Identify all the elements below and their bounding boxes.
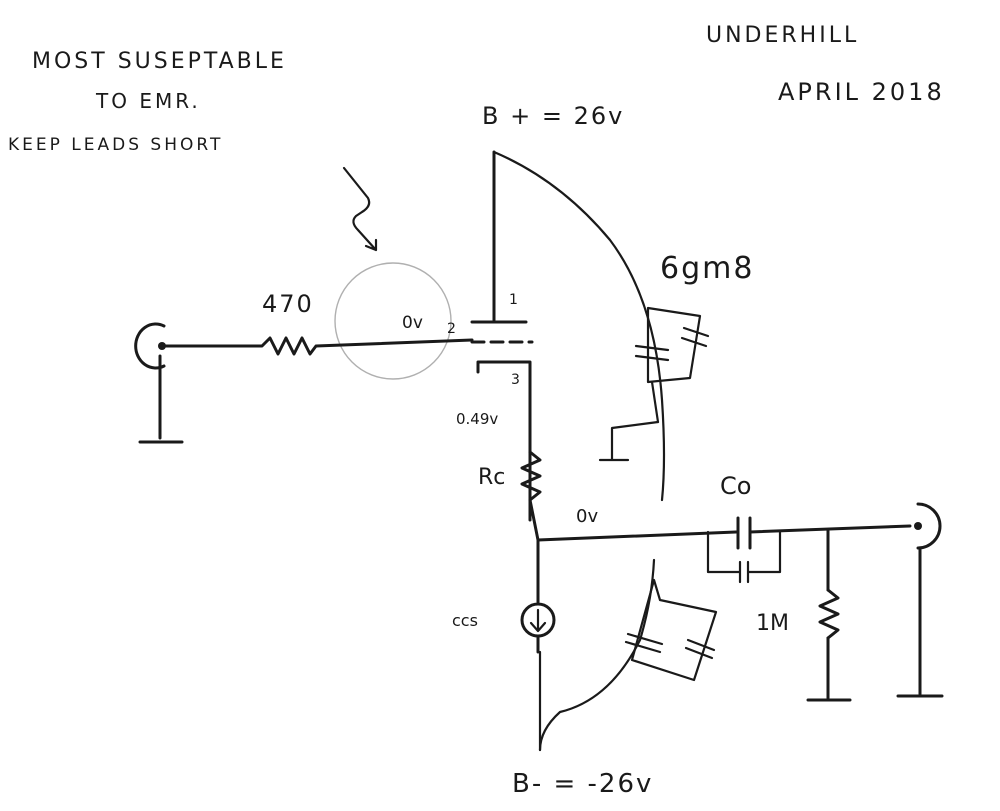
load-resistor bbox=[818, 588, 840, 640]
cathode-electrode bbox=[476, 360, 532, 522]
cathode-to-node bbox=[528, 498, 540, 542]
current-source-label: ccs bbox=[452, 611, 478, 630]
output-wire-right bbox=[748, 524, 912, 534]
input-wire bbox=[162, 336, 474, 356]
plate-bypass-capacitors bbox=[598, 306, 710, 462]
negative-supply-label: B- = -26v bbox=[512, 769, 653, 799]
output-connector-pin bbox=[914, 522, 922, 530]
tube-type-label: 6gm8 bbox=[660, 251, 754, 286]
note-line-2: TO EMR. bbox=[95, 89, 201, 113]
plate-pin-label: 1 bbox=[509, 292, 518, 308]
positive-supply-label: B + = 26v bbox=[482, 102, 624, 130]
output-connector-icon bbox=[916, 502, 942, 550]
emr-highlight-circle bbox=[334, 262, 452, 380]
input-connector-icon bbox=[134, 322, 166, 370]
current-source-arrow-icon bbox=[529, 608, 547, 633]
cathode-bypass-capacitors bbox=[624, 578, 718, 682]
grid-voltage-label: 0v bbox=[402, 313, 423, 333]
load-resistor-label: 1M bbox=[756, 611, 789, 636]
cathode-resistor bbox=[520, 450, 542, 502]
tube-envelope-upper bbox=[492, 150, 666, 502]
author-label: UNDERHILL bbox=[706, 23, 859, 48]
output-wire-left bbox=[536, 530, 738, 542]
output-voltage-label: 0v bbox=[576, 506, 598, 527]
note-line-3: KEEP LEADS SHORT bbox=[8, 135, 223, 155]
input-resistor-label: 470 bbox=[262, 290, 314, 318]
cathode-resistor-label: Rc bbox=[478, 465, 505, 490]
annotation-arrow bbox=[342, 166, 378, 252]
date-label: APRIL 2018 bbox=[778, 78, 945, 106]
note-line-1: MOST SUSEPTABLE bbox=[32, 49, 287, 74]
grid-pin-label: 2 bbox=[447, 321, 456, 337]
input-connector-pin bbox=[158, 342, 166, 350]
cathode-voltage-label: 0.49v bbox=[456, 410, 498, 428]
tube-envelope-lower bbox=[538, 558, 656, 752]
cathode-pin-label: 3 bbox=[511, 372, 520, 388]
output-bypass-capacitor bbox=[706, 530, 782, 584]
output-capacitor-label: Co bbox=[720, 472, 751, 500]
